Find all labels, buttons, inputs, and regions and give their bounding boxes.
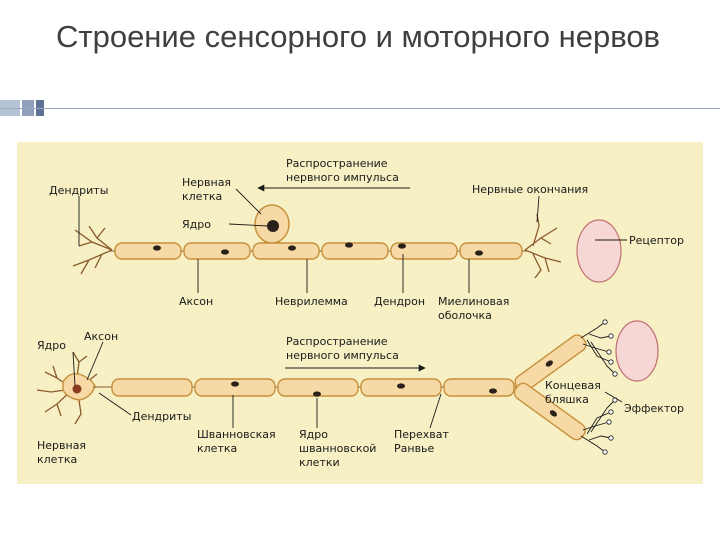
label-sensory-myelin-1: Миелиновая bbox=[438, 295, 509, 308]
sensory-dendrites bbox=[72, 225, 113, 275]
label-sensory-axon: Аксон bbox=[179, 295, 213, 308]
label-motor-nucleus: Ядро bbox=[37, 339, 66, 352]
motor-schwann-nuclei bbox=[231, 381, 497, 397]
label-sensory-cell-1: Нервная bbox=[182, 176, 231, 189]
motor-myelin-segments bbox=[111, 378, 515, 397]
label-sensory-impulse-2: нервного импульса bbox=[286, 171, 399, 184]
label-endplate-2: бляшка bbox=[545, 393, 589, 406]
label-effector: Эффектор bbox=[624, 402, 684, 415]
label-ranvier-1: Перехват bbox=[394, 428, 450, 441]
label-schwann-nucleus-1: Ядро bbox=[299, 428, 328, 441]
label-sensory-endings: Нервные окончания bbox=[472, 183, 588, 196]
label-sensory-nucleus: Ядро bbox=[182, 218, 211, 231]
sensory-myelin-segments bbox=[114, 242, 523, 260]
label-sensory-impulse-1: Распространение bbox=[286, 157, 388, 170]
label-motor-cell-2: клетка bbox=[37, 453, 77, 466]
label-motor-cell-1: Нервная bbox=[37, 439, 86, 452]
diagram-panel bbox=[17, 142, 703, 484]
label-motor-axon: Аксон bbox=[84, 330, 118, 343]
label-sensory-myelin-2: оболочка bbox=[438, 309, 492, 322]
sensory-nerve-endings bbox=[524, 213, 562, 279]
label-schwann-nucleus-3: клетки bbox=[299, 456, 340, 469]
sensory-cell-nucleus bbox=[267, 220, 279, 232]
title-underline bbox=[0, 108, 720, 109]
sensory-leader-lines bbox=[78, 188, 627, 293]
slide-title: Строение сенсорного и моторного нервов bbox=[56, 19, 661, 54]
motor-cell-dendrites bbox=[36, 351, 98, 425]
motor-end-plate bbox=[513, 319, 618, 455]
label-ranvier-2: Ранвье bbox=[394, 442, 435, 455]
effector bbox=[615, 320, 659, 382]
motor-leader-lines bbox=[72, 341, 623, 429]
motor-cell-nucleus bbox=[72, 384, 82, 394]
label-motor-impulse-1: Распространение bbox=[286, 335, 388, 348]
label-motor-impulse-2: нервного импульса bbox=[286, 349, 399, 362]
label-sensory-dendron: Дендрон bbox=[374, 295, 425, 308]
label-schwann-2: клетка bbox=[197, 442, 237, 455]
label-sensory-dendrites: Дендриты bbox=[49, 184, 108, 197]
label-endplate-1: Концевая bbox=[545, 379, 601, 392]
sensory-schwann-nuclei bbox=[153, 242, 483, 256]
label-schwann-nucleus-2: шванновской bbox=[299, 442, 376, 455]
label-sensory-cell-2: клетка bbox=[182, 190, 222, 203]
label-sensory-neurilemma: Неврилемма bbox=[275, 295, 348, 308]
sensory-nerve bbox=[72, 213, 562, 279]
label-schwann-1: Шванновская bbox=[197, 428, 276, 441]
label-motor-dendrites: Дендриты bbox=[132, 410, 191, 423]
nerve-diagram: Дендриты Нервная клетка Ядро Распростран… bbox=[17, 142, 703, 484]
receptor bbox=[576, 219, 622, 283]
label-receptor: Рецептор bbox=[629, 234, 684, 247]
